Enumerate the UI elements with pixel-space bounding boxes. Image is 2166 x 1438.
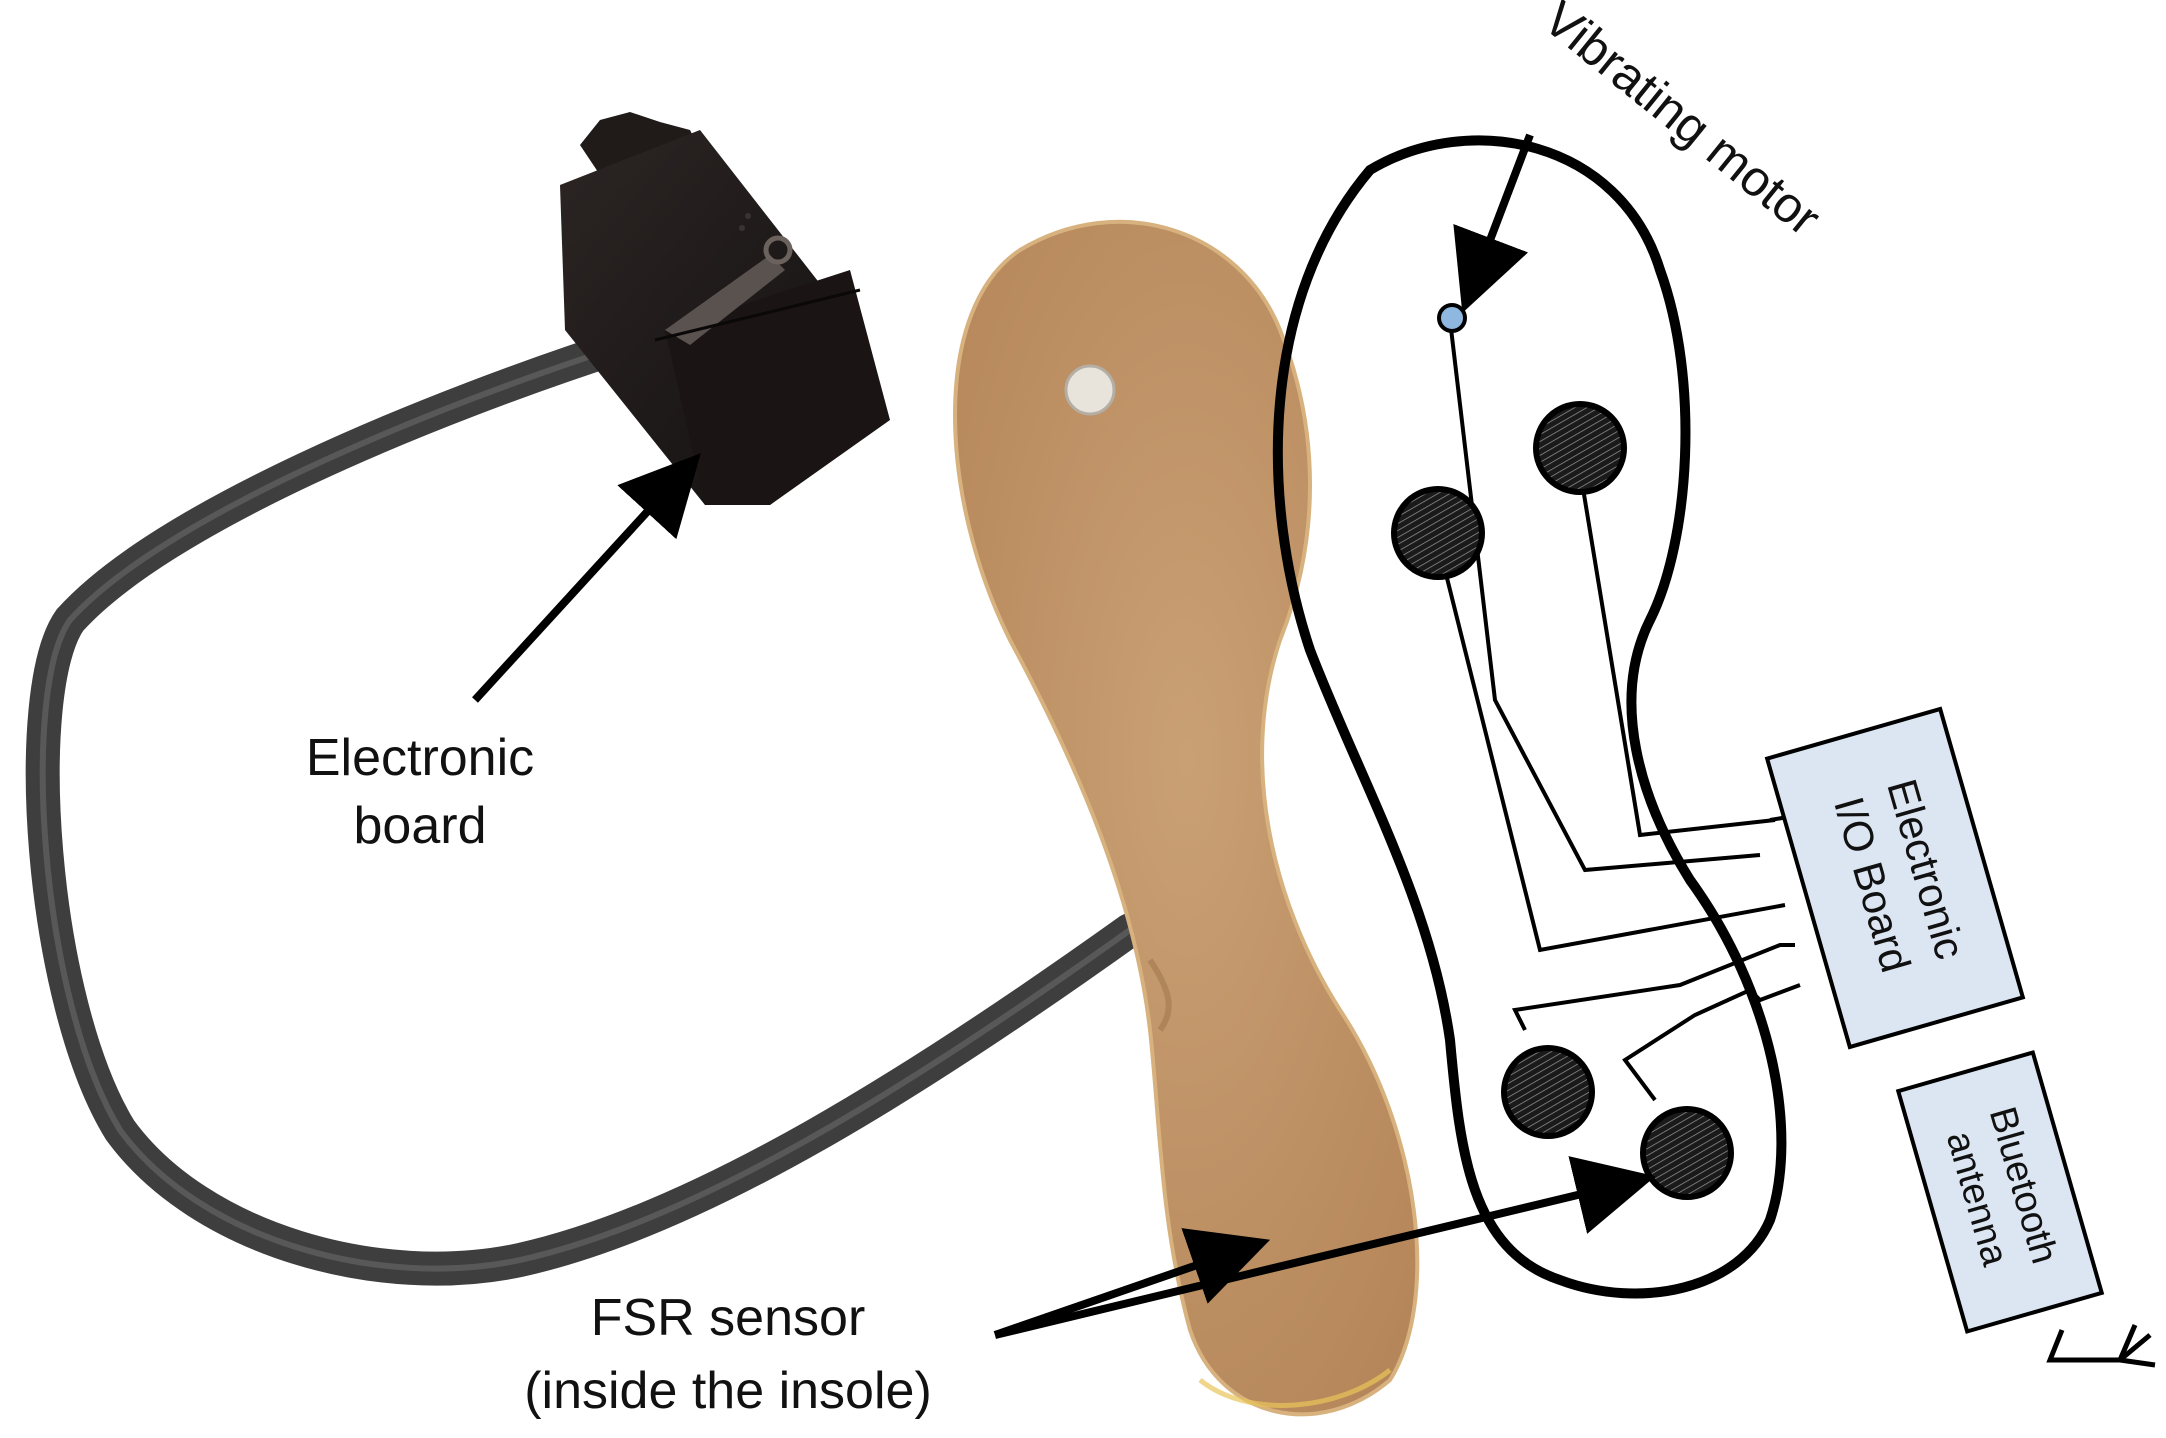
electronic-board-module [560,112,890,505]
arrow-to-electronic-board [472,453,701,703]
insole [953,219,1420,1417]
fsr-sensor-bottom-left [1501,1045,1595,1139]
ribbon-cable [25,323,1147,1286]
io-board-box: Electronic I/O Board [1764,706,2026,1050]
schematic-insole [1272,135,1787,1299]
fsr-sensors [1391,401,1734,1200]
vibrating-motor-dot [1437,303,1467,333]
fsr-sensor-top-right [1533,401,1627,495]
antenna-icon [2046,1324,2156,1368]
arrows [472,133,1656,1339]
electronic-board-label-line1: Electronic [306,729,534,787]
fsr-sensor-label-line1: FSR sensor [591,1289,866,1347]
arrow-to-fsr-insole [993,1228,1271,1339]
bluetooth-antenna-box: Bluetooth antenna [1895,1050,2105,1334]
fsr-sensor-bottom-right [1640,1106,1734,1200]
insole-motor-disc [1064,364,1116,416]
vibrating-motor-label: Vibrating motor [1533,0,1831,246]
fsr-sensor-label-line2: (inside the insole) [524,1362,932,1420]
fsr-sensor-left [1391,486,1485,580]
electronic-board-label-line2: board [354,797,487,855]
arrow-to-vibrating-motor [1453,133,1534,313]
arrow-to-fsr-schematic [994,1156,1656,1339]
